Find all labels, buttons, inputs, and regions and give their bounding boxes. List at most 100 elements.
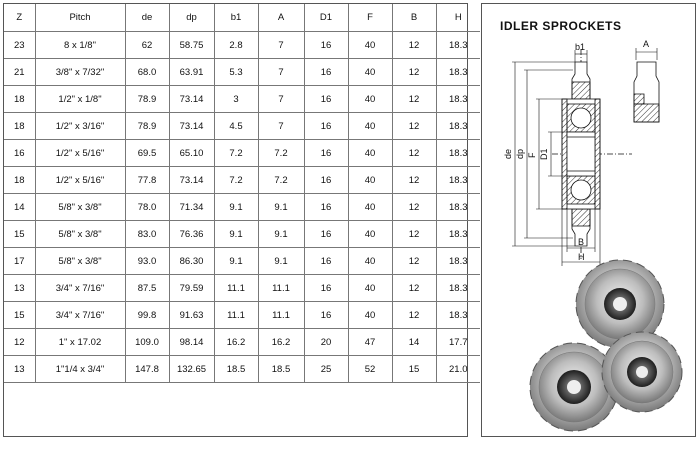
table-cell: 78.9 bbox=[124, 112, 170, 140]
table-cell: 40 bbox=[347, 247, 393, 275]
column-header: D1 bbox=[303, 4, 349, 32]
table-cell: 16 bbox=[303, 139, 349, 167]
table-cell: 12 bbox=[391, 247, 437, 275]
table-cell: 12 bbox=[391, 58, 437, 86]
table-cell: 12 bbox=[391, 139, 437, 167]
table-cell: 2.8 bbox=[213, 31, 259, 59]
table-cell: 7 bbox=[257, 112, 305, 140]
column-header: b1 bbox=[213, 4, 259, 32]
table-cell: 17 bbox=[4, 247, 36, 275]
table-cell: 12 bbox=[391, 220, 437, 248]
table-cell: 18.3 bbox=[435, 301, 480, 329]
table-cell: 16 bbox=[303, 193, 349, 221]
label-A: A bbox=[643, 39, 649, 49]
table-cell: 1/2" x 3/16" bbox=[34, 112, 126, 140]
table-cell: 18.3 bbox=[435, 193, 480, 221]
label-D1: D1 bbox=[539, 148, 549, 160]
table-cell: 69.5 bbox=[124, 139, 170, 167]
technical-drawing: b1 A de dp F D1 B H bbox=[503, 39, 683, 432]
column-header: H bbox=[435, 4, 480, 32]
table-cell: 13 bbox=[4, 355, 36, 383]
table-cell: 11.1 bbox=[213, 274, 259, 302]
table-cell: 3/8" x 7/32" bbox=[34, 58, 126, 86]
table-cell: 93.0 bbox=[124, 247, 170, 275]
table-cell: 86.30 bbox=[168, 247, 215, 275]
table-cell: 9.1 bbox=[213, 193, 259, 221]
table-cell: 12 bbox=[391, 31, 437, 59]
label-B: B bbox=[578, 237, 584, 247]
column-header: F bbox=[347, 4, 393, 32]
table-cell: 109.0 bbox=[124, 328, 170, 356]
table-cell: 18.3 bbox=[435, 85, 480, 113]
table-cell: 47 bbox=[347, 328, 393, 356]
label-H: H bbox=[578, 252, 585, 262]
table-cell: 16.2 bbox=[213, 328, 259, 356]
table-cell: 58.75 bbox=[168, 31, 215, 59]
table-cell: 12 bbox=[391, 166, 437, 194]
table-cell: 15 bbox=[4, 220, 36, 248]
table-cell: 40 bbox=[347, 112, 393, 140]
table-cell: 9.1 bbox=[213, 247, 259, 275]
sprocket-front-left bbox=[529, 342, 619, 432]
table-cell: 16 bbox=[303, 247, 349, 275]
table-cell: 16 bbox=[303, 301, 349, 329]
table-cell: 7 bbox=[257, 58, 305, 86]
label-b1: b1 bbox=[575, 42, 585, 52]
table-cell: 91.63 bbox=[168, 301, 215, 329]
table-cell: 78.0 bbox=[124, 193, 170, 221]
table-cell: 18.3 bbox=[435, 274, 480, 302]
table-cell: 9.1 bbox=[213, 220, 259, 248]
table-cell: 9.1 bbox=[257, 247, 305, 275]
table-cell: 18.5 bbox=[213, 355, 259, 383]
table-cell: 1" x 17.02 bbox=[34, 328, 126, 356]
table-cell: 40 bbox=[347, 85, 393, 113]
table-cell: 18.3 bbox=[435, 247, 480, 275]
table-cell: 18.3 bbox=[435, 139, 480, 167]
table-cell: 7.2 bbox=[213, 166, 259, 194]
table-cell: 65.10 bbox=[168, 139, 215, 167]
table-cell: 12 bbox=[391, 301, 437, 329]
table-cell: 9.1 bbox=[257, 220, 305, 248]
table-cell: 21.0 bbox=[435, 355, 480, 383]
table-cell: 5/8" x 3/8" bbox=[34, 193, 126, 221]
table-cell: 132.65 bbox=[168, 355, 215, 383]
table-cell: 18 bbox=[4, 112, 36, 140]
table-cell: 7.2 bbox=[257, 139, 305, 167]
column-header: Pitch bbox=[34, 4, 126, 32]
table-cell: 18.3 bbox=[435, 31, 480, 59]
table-cell: 16.2 bbox=[257, 328, 305, 356]
label-F: F bbox=[527, 152, 537, 158]
table-cell: 7.2 bbox=[213, 139, 259, 167]
label-de: de bbox=[503, 149, 513, 159]
table-cell: 9.1 bbox=[257, 193, 305, 221]
table-cell: 12 bbox=[391, 193, 437, 221]
table-cell: 83.0 bbox=[124, 220, 170, 248]
table-cell: 16 bbox=[303, 58, 349, 86]
table-cell: 40 bbox=[347, 139, 393, 167]
table-cell: 62 bbox=[124, 31, 170, 59]
table-cell: 7 bbox=[257, 31, 305, 59]
table-cell: 20 bbox=[303, 328, 349, 356]
table-cell: 11.1 bbox=[213, 301, 259, 329]
sprocket-front-right bbox=[601, 331, 683, 413]
table-cell: 98.14 bbox=[168, 328, 215, 356]
table-cell: 73.14 bbox=[168, 112, 215, 140]
table-cell: 40 bbox=[347, 58, 393, 86]
column-header: dp bbox=[168, 4, 215, 32]
table-cell: 147.8 bbox=[124, 355, 170, 383]
table-cell: 52 bbox=[347, 355, 393, 383]
table-cell: 15 bbox=[391, 355, 437, 383]
table-cell: 11.1 bbox=[257, 274, 305, 302]
table-cell: 11.1 bbox=[257, 301, 305, 329]
table-cell: 18 bbox=[4, 166, 36, 194]
table-cell: 18.3 bbox=[435, 112, 480, 140]
table-cell: 4.5 bbox=[213, 112, 259, 140]
